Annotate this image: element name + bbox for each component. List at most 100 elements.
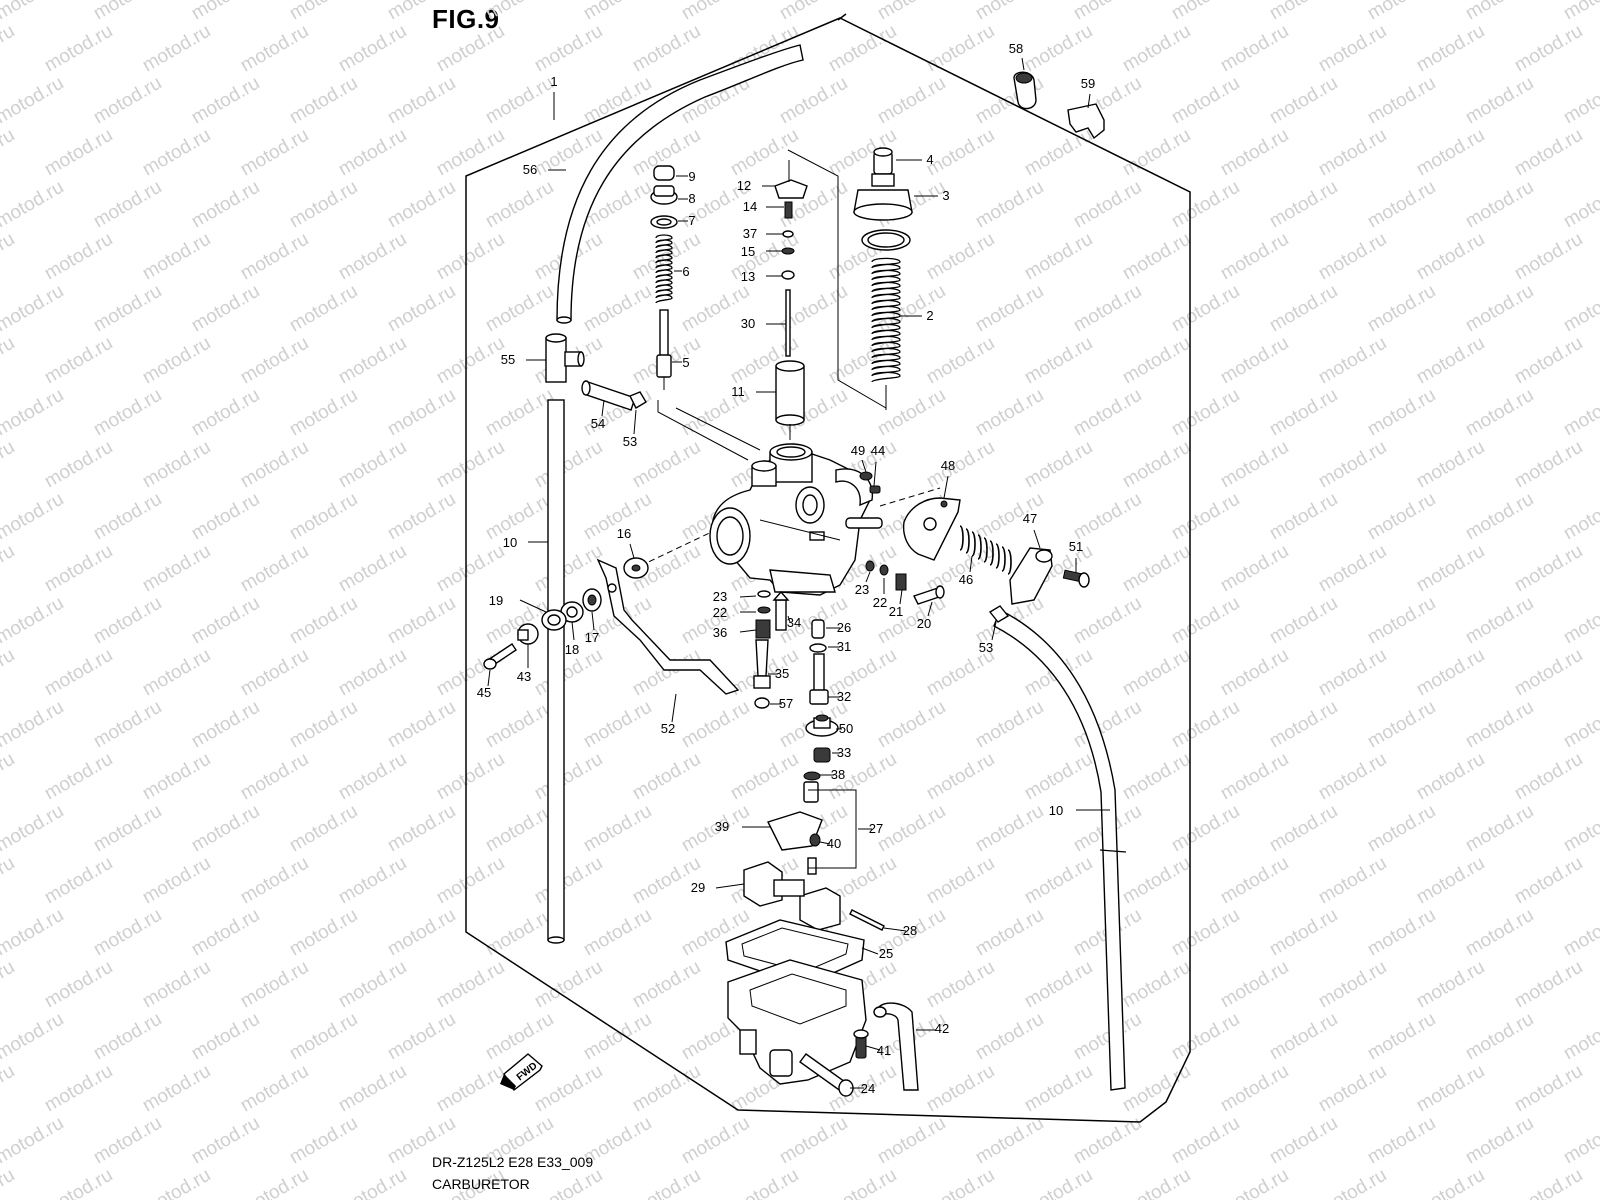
watermark-text: motod.ru (188, 281, 263, 337)
watermark-text: motod.ru (335, 437, 410, 493)
watermark-text: motod.ru (433, 957, 508, 1013)
watermark-text: motod.ru (384, 177, 459, 233)
clip-53-right (988, 605, 1010, 623)
part-callout-20: 20 (917, 616, 931, 631)
watermark-text: motod.ru (1511, 333, 1586, 389)
screw-35 (753, 639, 771, 689)
part-callout-1: 1 (550, 74, 557, 89)
watermark-text: motod.ru (776, 1113, 851, 1169)
watermark-text: motod.ru (139, 957, 214, 1013)
watermark-text: motod.ru (335, 333, 410, 389)
watermark-text: motod.ru (433, 645, 508, 701)
watermark-text: motod.ru (90, 0, 165, 24)
watermark-text: motod.ru (1266, 385, 1341, 441)
watermark-text: motod.ru (531, 437, 606, 493)
screw-23-right (865, 560, 875, 572)
watermark-text: motod.ru (629, 957, 704, 1013)
watermark-text: motod.ru (1413, 437, 1488, 493)
watermark-text: motod.ru (482, 0, 557, 24)
watermark-text: motod.ru (482, 905, 557, 961)
watermark-text: motod.ru (0, 801, 67, 857)
watermark-text: motod.ru (629, 437, 704, 493)
watermark-text: motod.ru (923, 333, 998, 389)
watermark-text: motod.ru (972, 0, 1047, 24)
bracket-48 (902, 497, 961, 561)
clip-37 (782, 230, 794, 238)
watermark-text: motod.ru (1168, 0, 1243, 24)
watermark-text: motod.ru (188, 0, 263, 24)
watermark-text: motod.ru (1217, 125, 1292, 181)
watermark-text: motod.ru (1462, 385, 1537, 441)
watermark-text: motod.ru (1462, 1113, 1537, 1169)
watermark-text: motod.ru (1511, 437, 1586, 493)
watermark-text: motod.ru (286, 281, 361, 337)
watermark-text: motod.ru (237, 853, 312, 909)
watermark-text: motod.ru (90, 73, 165, 129)
watermark-text: motod.ru (433, 333, 508, 389)
watermark-text: motod.ru (1217, 21, 1292, 77)
callout-leader (715, 883, 745, 889)
watermark-text: motod.ru (1168, 73, 1243, 129)
callout-leader (629, 543, 635, 559)
callout-leader (601, 399, 605, 417)
watermark-text: motod.ru (874, 697, 949, 753)
watermark-text: motod.ru (1168, 1009, 1243, 1065)
needle-27b (807, 857, 817, 875)
watermark-text: motod.ru (1168, 177, 1243, 233)
part-callout-49: 49 (851, 443, 865, 458)
callout-leader (927, 601, 933, 617)
callout-leader (633, 409, 637, 435)
watermark-text: motod.ru (1511, 125, 1586, 181)
part-callout-4: 4 (926, 152, 933, 167)
part-callout-41: 41 (877, 1043, 891, 1058)
gasket-2a (861, 229, 911, 251)
part-callout-9: 9 (688, 169, 695, 184)
part-callout-33: 33 (837, 745, 851, 760)
watermark-text: motod.ru (1168, 281, 1243, 337)
watermark-text: motod.ru (1511, 1165, 1586, 1200)
nut-8 (650, 185, 678, 205)
watermark-text: motod.ru (1266, 489, 1341, 545)
watermark-text: motod.ru (482, 73, 557, 129)
callout-leader (1087, 93, 1091, 109)
part-callout-34: 34 (787, 615, 801, 630)
watermark-text: motod.ru (90, 1113, 165, 1169)
screw-40 (809, 833, 821, 847)
watermark-text: motod.ru (1413, 957, 1488, 1013)
watermark-text: motod.ru (874, 1113, 949, 1169)
screw-51 (1062, 569, 1090, 588)
watermark-text: motod.ru (1217, 1061, 1292, 1117)
watermark-text: motod.ru (1119, 125, 1194, 181)
part-callout-16: 16 (617, 526, 631, 541)
watermark-text: motod.ru (923, 749, 998, 805)
watermark-text: motod.ru (139, 437, 214, 493)
watermark-text: motod.ru (482, 177, 557, 233)
watermark-text: motod.ru (0, 229, 18, 285)
watermark-text: motod.ru (0, 489, 67, 545)
watermark-text: motod.ru (629, 1061, 704, 1117)
watermark-text: motod.ru (0, 697, 67, 753)
watermark-text: motod.ru (1364, 905, 1439, 961)
watermark-text: motod.ru (1119, 749, 1194, 805)
watermark-text: motod.ru (1315, 541, 1390, 597)
watermark-text: motod.ru (1315, 125, 1390, 181)
watermark-text: motod.ru (1560, 1113, 1600, 1169)
watermark-text: motod.ru (237, 645, 312, 701)
watermark-text: motod.ru (90, 385, 165, 441)
watermark-text: motod.ru (1217, 957, 1292, 1013)
watermark-text: motod.ru (1413, 1061, 1488, 1117)
float-pin-plate-39 (767, 811, 823, 851)
watermark-text: motod.ru (1462, 177, 1537, 233)
part-callout-50: 50 (839, 721, 853, 736)
watermark-text: motod.ru (1315, 1061, 1390, 1117)
frame-break (837, 13, 847, 21)
watermark-text: motod.ru (90, 697, 165, 753)
valve-27a (803, 781, 819, 803)
watermark-text: motod.ru (433, 853, 508, 909)
watermark-text: motod.ru (41, 125, 116, 181)
cap-9 (653, 165, 675, 181)
part-callout-56: 56 (523, 162, 537, 177)
part-callout-40: 40 (827, 836, 841, 851)
watermark-text: motod.ru (482, 801, 557, 857)
watermark-text: motod.ru (139, 21, 214, 77)
